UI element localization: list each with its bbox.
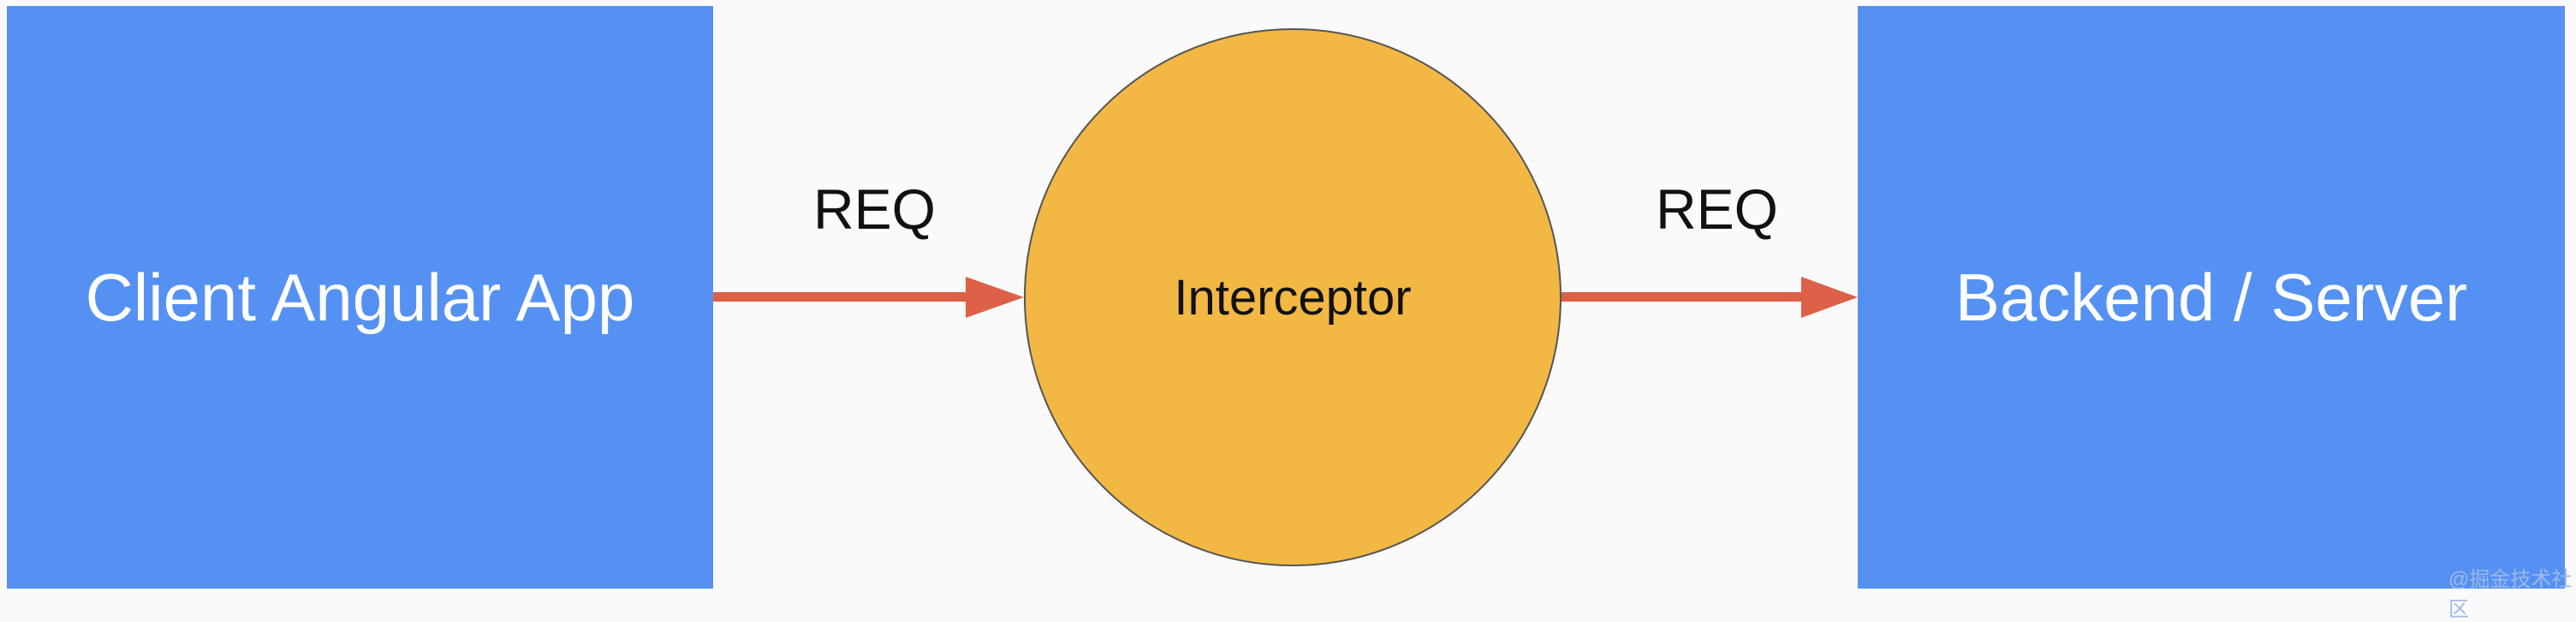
- backend-server-node: Backend / Server: [1858, 6, 2565, 589]
- arrows-layer: [713, 277, 1858, 318]
- arrow-client-to-interceptor: [713, 277, 1024, 318]
- edge-label-req-1: REQ: [813, 177, 937, 241]
- interceptor-node: Interceptor: [1024, 28, 1562, 566]
- arrow-interceptor-to-server: [1562, 277, 1858, 318]
- client-app-node: Client Angular App: [7, 6, 713, 589]
- edge-label-req-2: REQ: [1656, 177, 1779, 241]
- backend-server-label: Backend / Server: [1954, 259, 2468, 335]
- client-app-label: Client Angular App: [85, 259, 635, 335]
- watermark: @掘金技术社区: [2448, 568, 2573, 621]
- interceptor-label: Interceptor: [1174, 269, 1412, 326]
